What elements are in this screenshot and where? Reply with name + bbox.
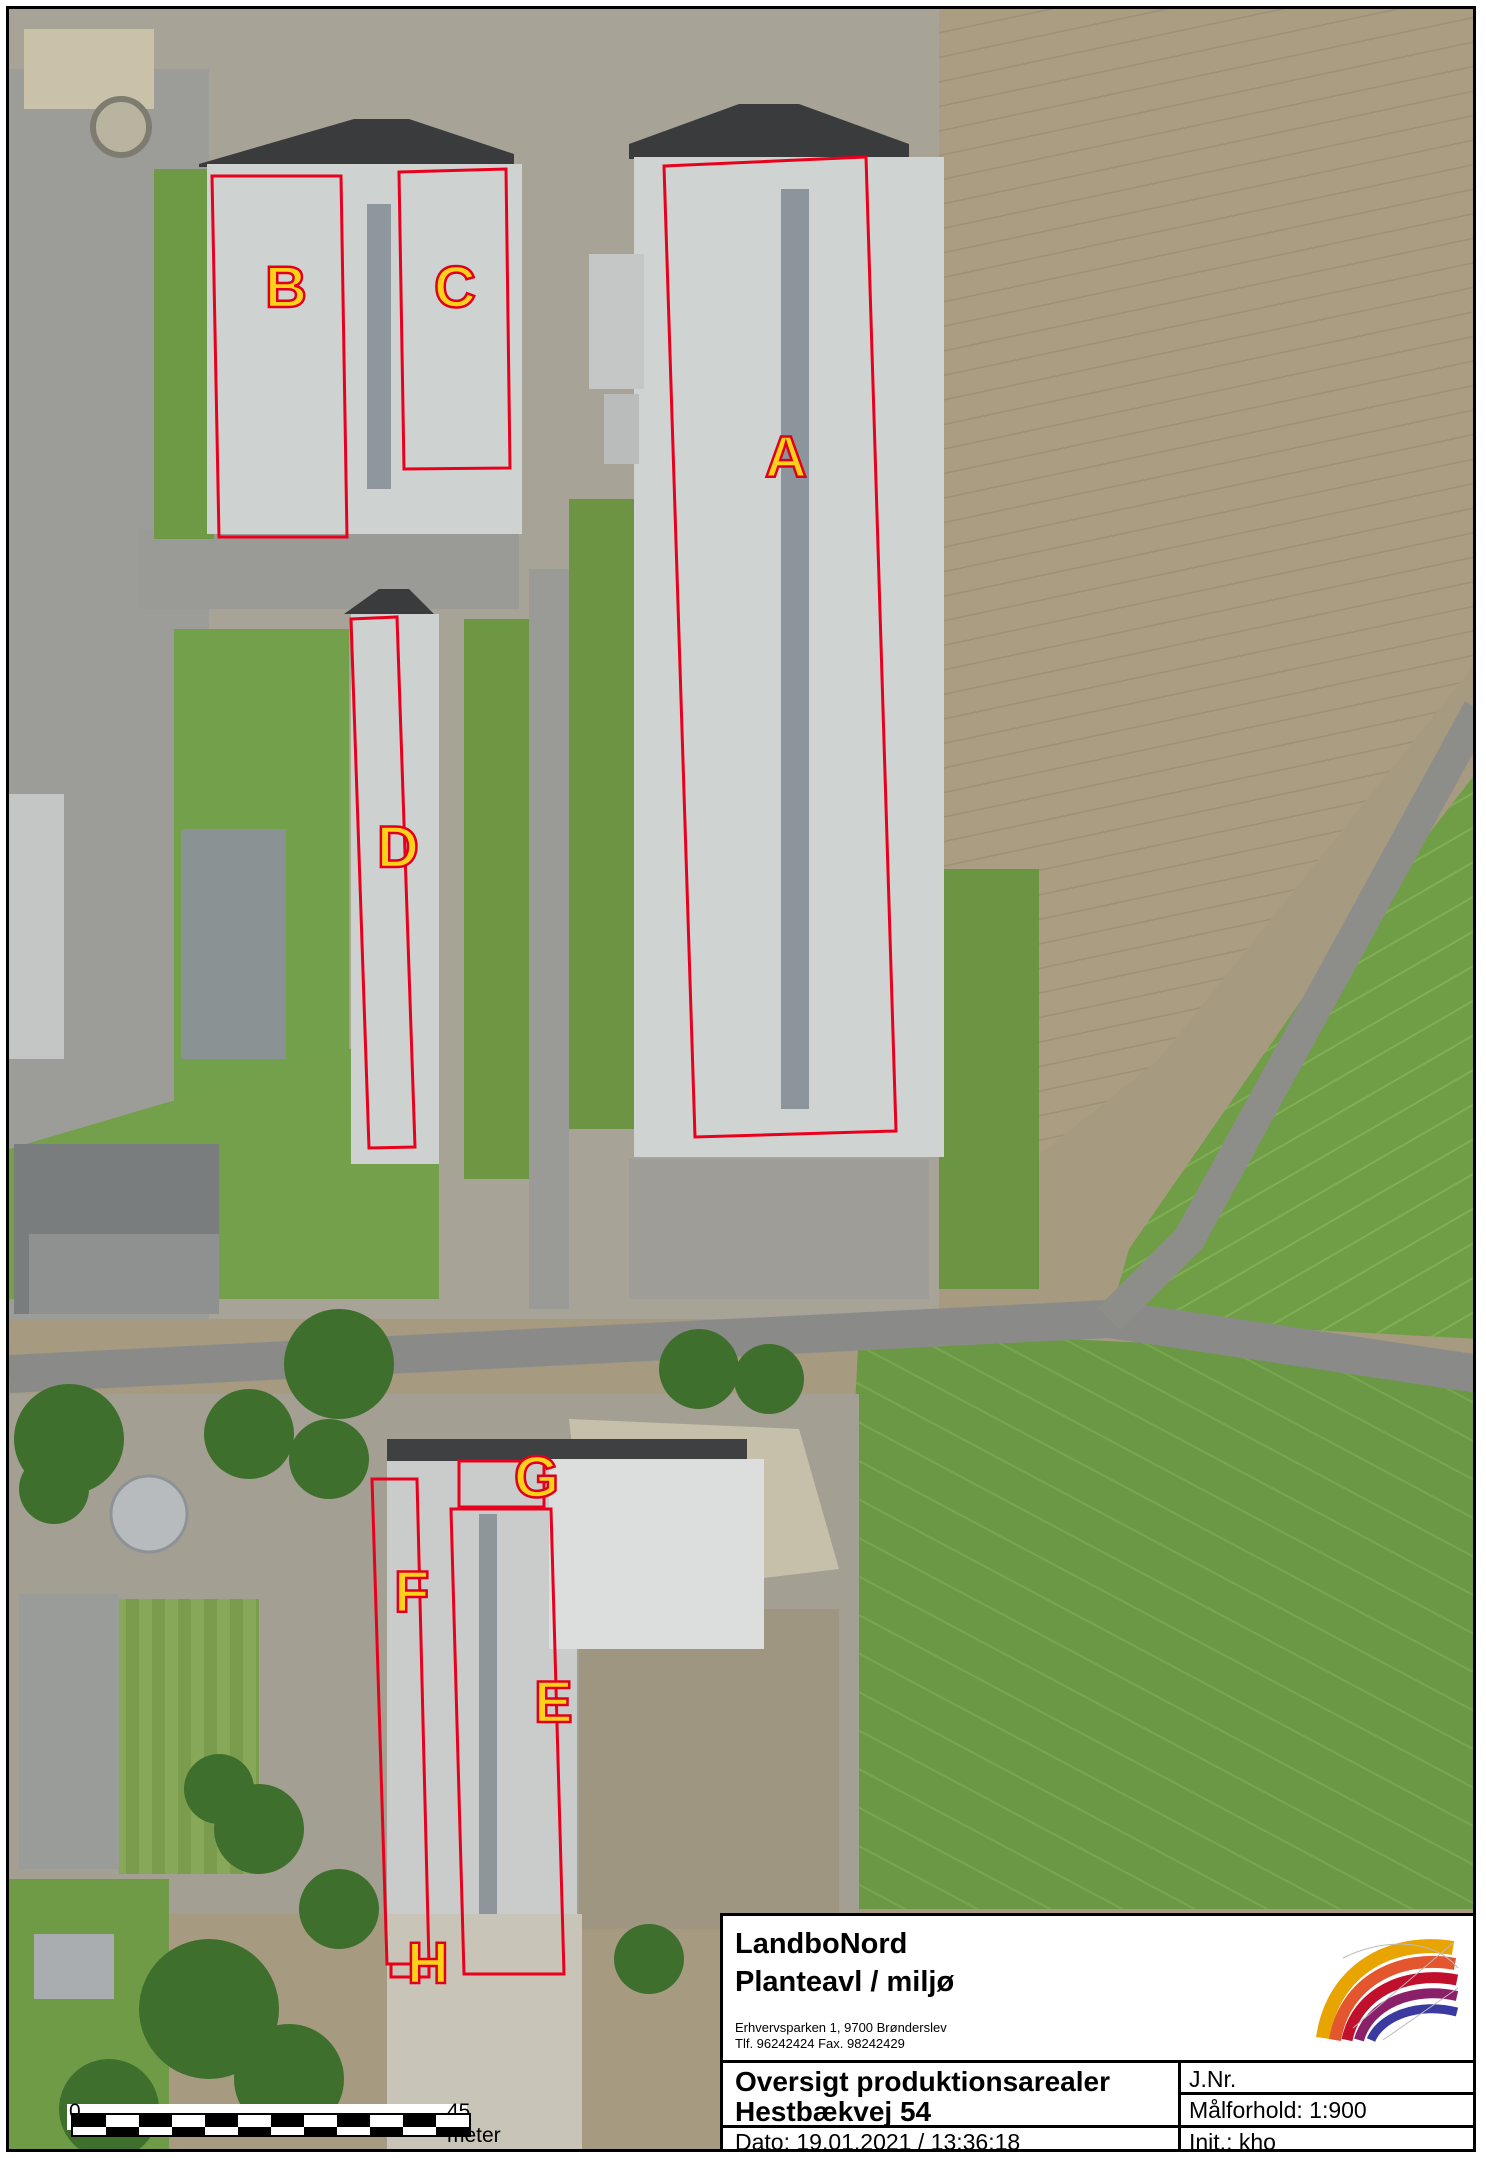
area-g-outline [457, 1459, 546, 1509]
map-scale-ratio: Målforhold: 1:900 [1189, 2097, 1367, 2123]
scale-bar-track-lower [71, 2127, 471, 2137]
barn-efg-dark [387, 1439, 747, 1461]
shed-west-2 [181, 829, 286, 1059]
grass-strip-2 [464, 619, 529, 1179]
area-label-e: E [533, 1670, 574, 1735]
area-h-outline [389, 1962, 431, 1979]
shed-southwest-2 [34, 1934, 114, 1999]
arc-globe-logo-icon [1316, 1939, 1459, 2043]
shed-southwest [19, 1594, 119, 1869]
access-road [529, 569, 569, 1309]
map-date: Dato: 19.01.2021 / 13:36:18 [735, 2129, 1021, 2152]
barn-d-gable [344, 589, 434, 614]
yard-lane [629, 1159, 929, 1299]
barn-a-annex [589, 254, 644, 389]
barn-bc-ridge [367, 204, 391, 489]
shed-west-1 [9, 794, 64, 1059]
area-label-h: H [406, 1931, 450, 1996]
aerial-map [9, 9, 1473, 2149]
scale-start-label: 0 [69, 2100, 81, 2123]
barn-d-roof [351, 614, 439, 1164]
area-b-outline [210, 174, 349, 539]
shed-west-3b [29, 1234, 219, 1314]
initials: Init.: kho [1189, 2129, 1276, 2152]
barn-bc-roof [207, 164, 522, 534]
area-label-f: F [393, 1560, 431, 1625]
title-row-divider-2 [723, 2125, 1473, 2128]
area-c-outline [397, 167, 512, 471]
journal-number: J.Nr. [1189, 2066, 1237, 2092]
area-label-b: B [264, 255, 308, 320]
silo-ring [90, 96, 152, 158]
department-name: Planteavl / miljø [735, 1966, 955, 1998]
area-label-c: C [433, 255, 477, 320]
barn-efg-annex [549, 1459, 764, 1649]
area-label-d: D [376, 815, 420, 880]
area-label-g: G [513, 1445, 561, 1510]
production-area-outlines [210, 155, 898, 1979]
barn-a-ridge [781, 189, 809, 1109]
map-title: Oversigt produktionsarealer [735, 2066, 1111, 2097]
barn-bc-gable [199, 119, 514, 167]
grass-strip-5 [939, 869, 1039, 1289]
title-divider [723, 2060, 1473, 2063]
title-row-divider-1 [1178, 2092, 1473, 2095]
green-field-south [829, 1329, 1473, 1909]
barn-a-gable [629, 104, 909, 159]
area-label-a: A [764, 425, 808, 490]
grain-silo [109, 1474, 189, 1554]
company-name: LandboNord [735, 1928, 908, 1960]
area-e-outline [449, 1507, 566, 1976]
grass-strip-1 [569, 499, 639, 1129]
barn-a-annex-2 [604, 394, 639, 464]
barn-efg-ridge [479, 1514, 497, 1914]
plowed-field [899, 9, 1473, 1179]
south-soil [579, 1609, 839, 1929]
area-a-outline [662, 155, 898, 1139]
diagonal-road [1097, 701, 1473, 1331]
title-vertical-divider [1178, 2060, 1181, 2149]
company-address: Erhvervsparken 1, 9700 Brønderslev [735, 2020, 947, 2035]
map-subtitle: Hestbækvej 54 [735, 2096, 932, 2127]
company-phone: Tlf. 96242424 Fax. 98242429 [735, 2036, 905, 2051]
yard-concrete-2 [139, 529, 519, 609]
grain-area [24, 29, 154, 109]
title-block: LandboNord Planteavl / miljø Erhvervspar… [720, 1913, 1473, 2152]
area-d-outline [349, 615, 417, 1150]
grass-strip-6 [154, 169, 214, 539]
map-frame: A B C D E F G H 0 45 meter LandboNord Pl… [6, 6, 1476, 2152]
